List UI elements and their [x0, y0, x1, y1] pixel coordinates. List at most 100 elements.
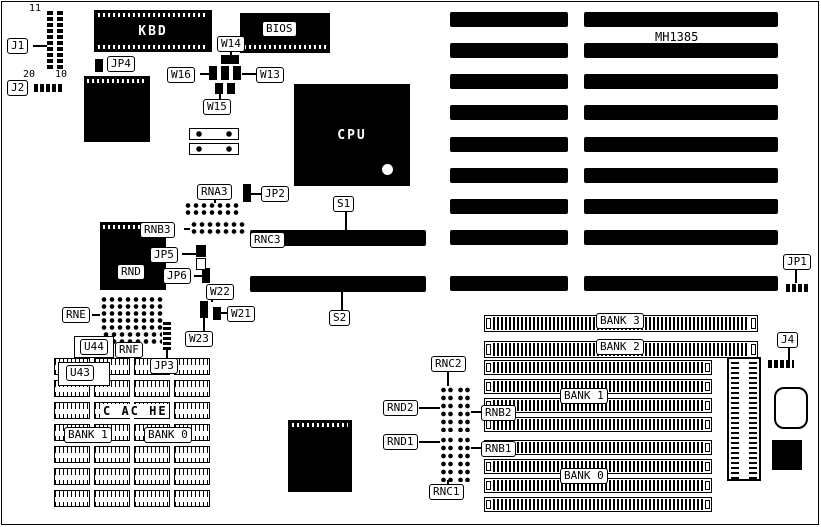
j1-pin10-number: 10 [55, 69, 68, 80]
cpu-chip: CPU [294, 84, 410, 186]
w21-jumper [213, 307, 221, 320]
component [189, 128, 239, 140]
leader-line [447, 372, 449, 386]
j1-pin11-number: 11 [29, 3, 42, 14]
w14-label: W14 [217, 36, 245, 52]
cache-text: C AC HE [102, 404, 169, 418]
pin-ticks [103, 225, 163, 229]
cache-chip [94, 490, 130, 507]
leader-line [419, 441, 440, 443]
cache-chip [94, 468, 130, 485]
jp6-jumper [202, 268, 210, 283]
rnb2-label: RNB2 [481, 405, 516, 421]
rnf-network [102, 331, 162, 344]
leader-line [471, 411, 481, 413]
w16-label: W16 [167, 67, 195, 83]
vlb-slot-segment [250, 276, 426, 292]
expansion-slot-segment [450, 12, 568, 27]
w16-jumper [209, 66, 217, 80]
cache-chip [134, 468, 170, 485]
j4-label: J4 [777, 332, 799, 348]
jp5-label: JP5 [150, 247, 178, 263]
j1-connector [47, 11, 63, 69]
rnc2-label: RNC2 [431, 356, 466, 372]
cache-chip [174, 380, 210, 397]
j1-label: J1 [7, 38, 29, 54]
rne-label: RNE [62, 307, 90, 323]
cache-chip [174, 402, 210, 419]
rnb3-network [190, 221, 246, 235]
expansion-slot-segment [450, 276, 568, 291]
cache-chip [134, 380, 170, 397]
expansion-slot-segment [450, 137, 568, 152]
chip [84, 76, 150, 142]
rnb2-network [457, 386, 471, 432]
component [772, 440, 802, 470]
rna3-network [184, 202, 240, 216]
rnc3-label: RNC3 [250, 232, 285, 248]
cache-chip [54, 490, 90, 507]
w23-label: W23 [185, 331, 213, 347]
expansion-slot-segment [450, 168, 568, 183]
expansion-slot-segment [584, 230, 778, 245]
leader-line [341, 292, 343, 310]
jp3-label: JP3 [150, 358, 178, 374]
cache-chip [174, 446, 210, 463]
pin-ticks [244, 45, 326, 49]
expansion-slot-segment [450, 230, 568, 245]
jumper-block [215, 83, 223, 94]
u44-label: U44 [80, 339, 108, 355]
leader-line [447, 480, 449, 485]
expansion-slot-segment [450, 105, 568, 120]
leader-line [92, 314, 100, 316]
leader-line [200, 73, 209, 75]
cache-chip [174, 490, 210, 507]
rnf-label: RNF [115, 342, 143, 358]
pin-ticks [87, 79, 147, 83]
cache-chip [134, 446, 170, 463]
expansion-slot-segment [450, 199, 568, 214]
cache-bank0-label: BANK 0 [144, 427, 192, 443]
rnd1-label: RND1 [383, 434, 418, 450]
cache-chip [134, 490, 170, 507]
rnd1-network [440, 436, 454, 482]
bank1-label: BANK 1 [560, 388, 608, 404]
rnc1-label: RNC1 [429, 484, 464, 500]
expansion-slot-segment [584, 168, 778, 183]
jp1-connector [786, 284, 810, 292]
leader-line [221, 312, 227, 314]
leader-line [203, 318, 205, 331]
leader-line [194, 275, 202, 277]
leader-line [795, 270, 797, 283]
rnd2-network [440, 386, 454, 432]
rnb3-label: RNB3 [140, 222, 175, 238]
j2-label: J2 [7, 80, 29, 96]
cache-chip [94, 446, 130, 463]
simm-socket [484, 360, 712, 375]
board-model: MH1385 [655, 30, 699, 44]
pin-ticks [98, 13, 208, 17]
expansion-slot-segment [584, 43, 778, 58]
chip [288, 420, 352, 492]
expansion-slot-segment [450, 74, 568, 89]
leader-line [182, 253, 196, 255]
rne-network [100, 296, 164, 330]
cache-chip [54, 446, 90, 463]
jp2-label: JP2 [261, 186, 289, 202]
cache-bank1-label: BANK 1 [64, 427, 112, 443]
leader-line [184, 228, 190, 230]
rnb1-label: RNB1 [481, 441, 516, 457]
expansion-slot-segment [584, 12, 778, 27]
component [189, 143, 239, 155]
rna3-label: RNA3 [197, 184, 232, 200]
w14-jumper [221, 55, 239, 64]
jp4-jumper [95, 59, 103, 72]
bank3-label: BANK 3 [596, 313, 644, 329]
simm-socket [484, 440, 712, 455]
u43-label: U43 [66, 365, 94, 381]
j1-pin20-number: 20 [23, 69, 36, 80]
bios-label: BIOS [262, 21, 297, 37]
expansion-slot-segment [584, 137, 778, 152]
cache-chip [174, 468, 210, 485]
expansion-slot-segment [584, 276, 778, 291]
